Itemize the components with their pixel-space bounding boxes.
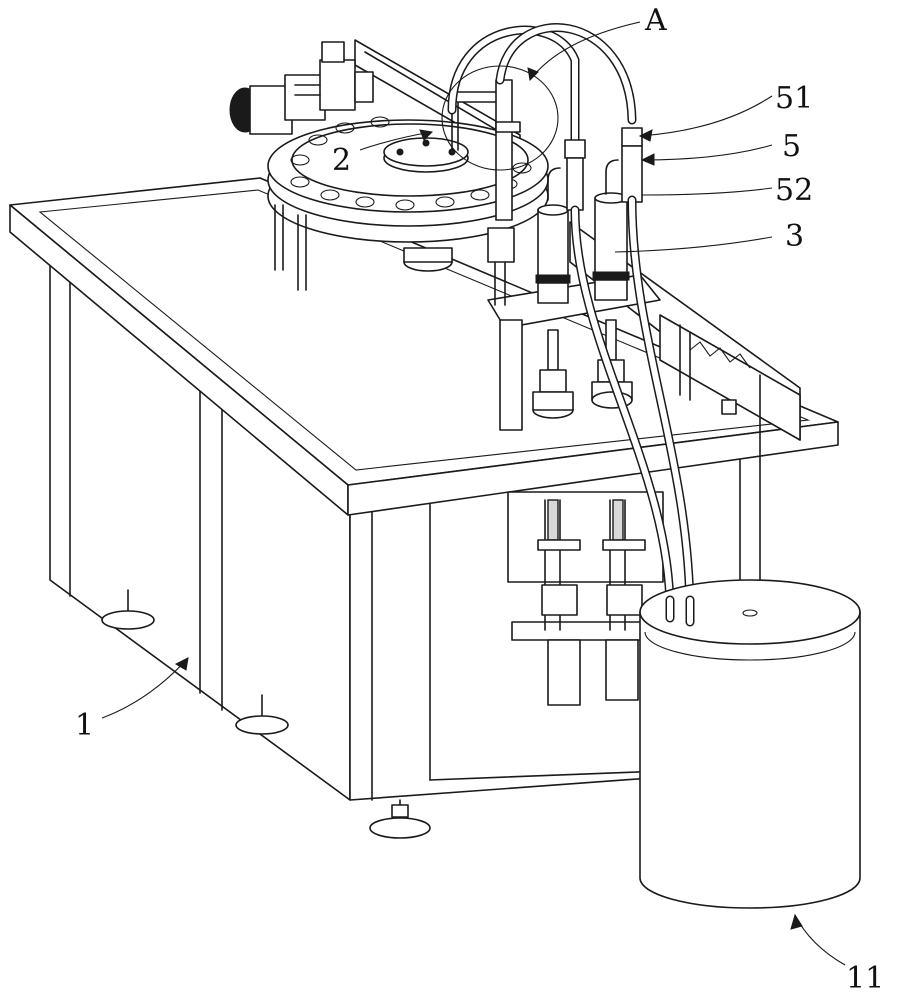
label-11: 11 bbox=[846, 961, 884, 996]
label-1: 1 bbox=[75, 708, 94, 743]
leader-arrowheads bbox=[174, 67, 803, 930]
feed-hoses bbox=[447, 23, 695, 620]
under-table-actuators bbox=[507, 491, 664, 706]
label-5: 5 bbox=[782, 129, 801, 164]
drive-motor bbox=[229, 41, 374, 135]
label-2: 2 bbox=[332, 143, 351, 178]
label-52: 52 bbox=[775, 173, 813, 208]
label-3: 3 bbox=[785, 219, 804, 254]
label-a: A bbox=[644, 3, 667, 38]
support-feet bbox=[101, 589, 431, 839]
detail-circle-a bbox=[441, 65, 559, 171]
label-51: 51 bbox=[775, 81, 813, 116]
supply-tank bbox=[639, 579, 861, 909]
rotary-turntable bbox=[267, 39, 549, 291]
